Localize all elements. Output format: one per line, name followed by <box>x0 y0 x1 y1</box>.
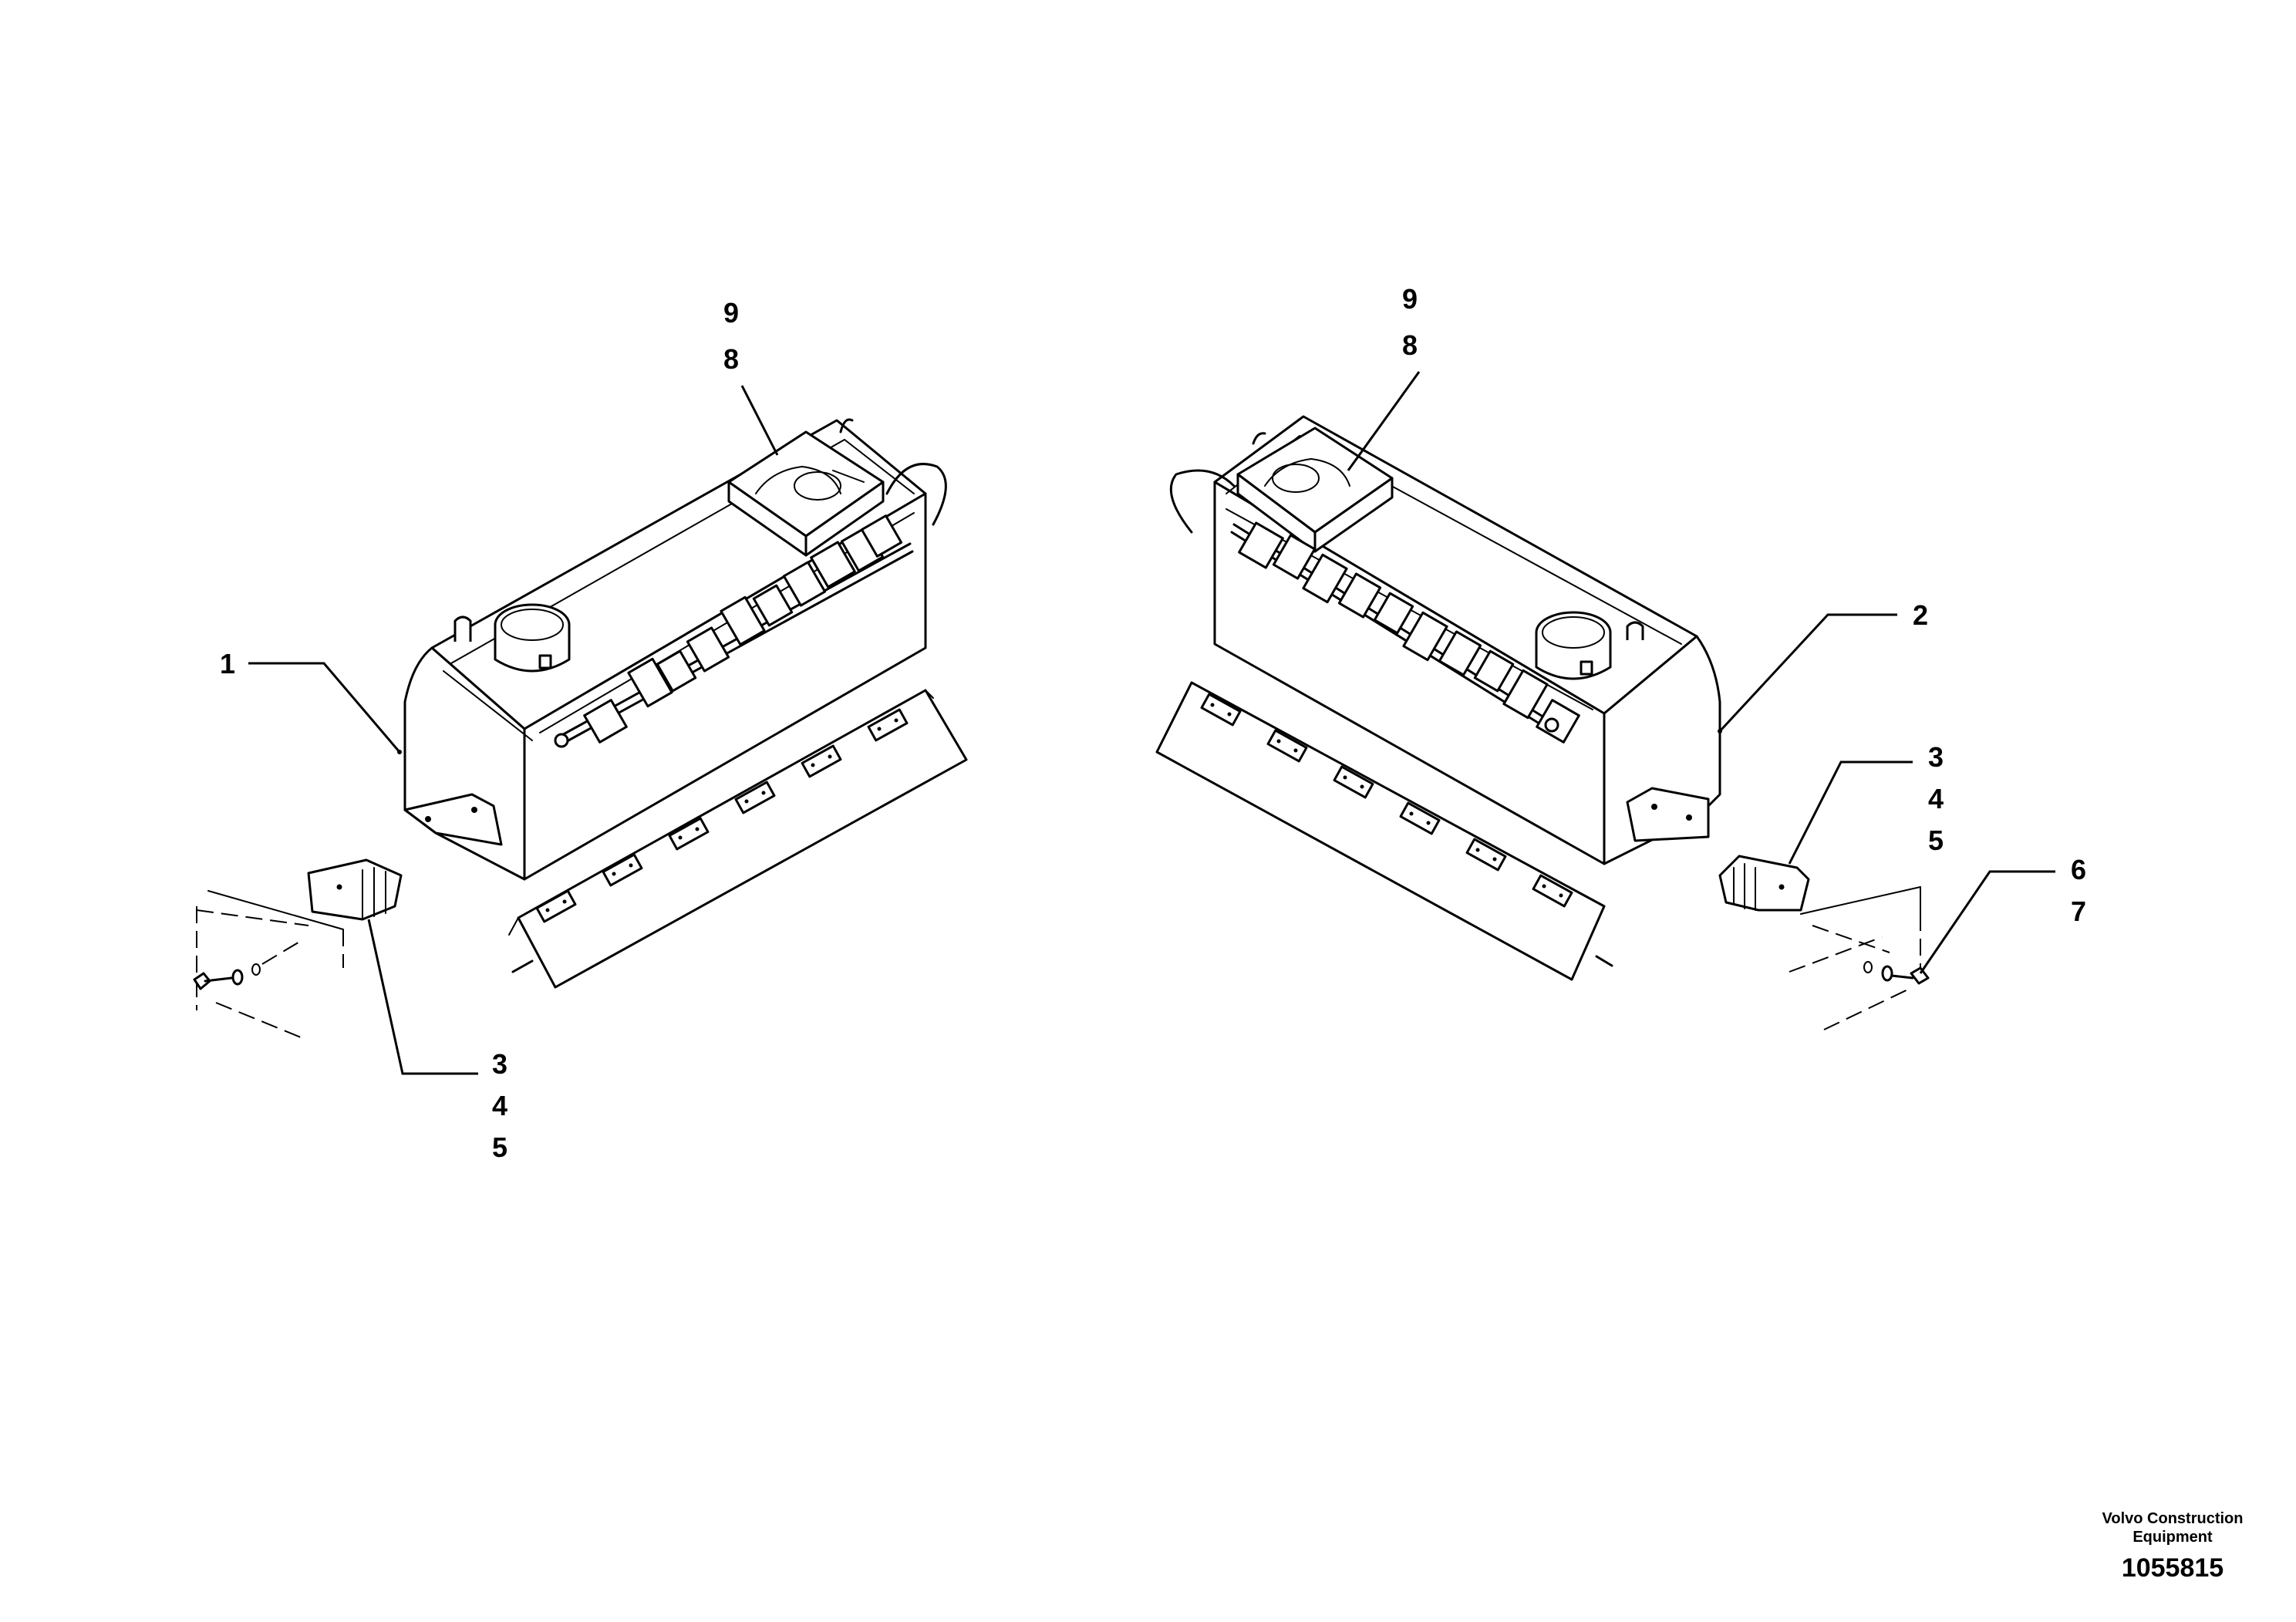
right-water-tank <box>1169 415 1721 865</box>
callout-part-4-right: 4 <box>1928 783 1944 814</box>
brand-line-1: Volvo Construction <box>2102 1510 2244 1527</box>
callout-part-9-right: 9 <box>1402 283 1418 315</box>
left-callouts: 1 9 8 3 4 5 <box>220 297 779 1163</box>
callout-part-9-left: 9 <box>723 297 739 329</box>
callout-part-8-right: 8 <box>1402 329 1418 361</box>
left-rubber-mount <box>307 858 403 921</box>
left-nozzle-valves <box>554 514 914 748</box>
left-chassis-bracket <box>193 890 344 1038</box>
callout-part-5-left: 5 <box>492 1131 507 1163</box>
left-tank-assembly: 1 9 8 3 4 5 <box>193 297 968 1163</box>
callout-part-1: 1 <box>220 648 235 679</box>
left-spray-bar <box>508 689 968 989</box>
callout-part-4-left: 4 <box>492 1090 507 1121</box>
title-block: Volvo Construction Equipment 1055815 <box>2102 1510 2244 1583</box>
callout-part-3-left: 3 <box>492 1048 507 1080</box>
right-rubber-mount <box>1718 855 1810 912</box>
right-tank-assembly: 9 8 2 3 4 5 6 7 <box>1155 283 2086 1030</box>
drawing-number: 1055815 <box>2122 1553 2224 1583</box>
callout-part-3-right: 3 <box>1928 741 1944 773</box>
right-nozzle-valves <box>1230 521 1580 744</box>
right-spray-bar <box>1155 681 1613 981</box>
callout-part-6: 6 <box>2071 854 2086 885</box>
right-chassis-bracket <box>1789 886 1930 1030</box>
callout-part-7: 7 <box>2071 895 2086 927</box>
brand-line-2: Equipment <box>2132 1529 2213 1546</box>
callout-part-8-left: 8 <box>723 343 739 375</box>
callout-part-5-right: 5 <box>1928 824 1944 856</box>
right-callouts: 9 8 2 3 4 5 6 7 <box>1347 283 2086 974</box>
left-water-tank <box>403 418 947 881</box>
callout-part-2: 2 <box>1913 599 1928 631</box>
